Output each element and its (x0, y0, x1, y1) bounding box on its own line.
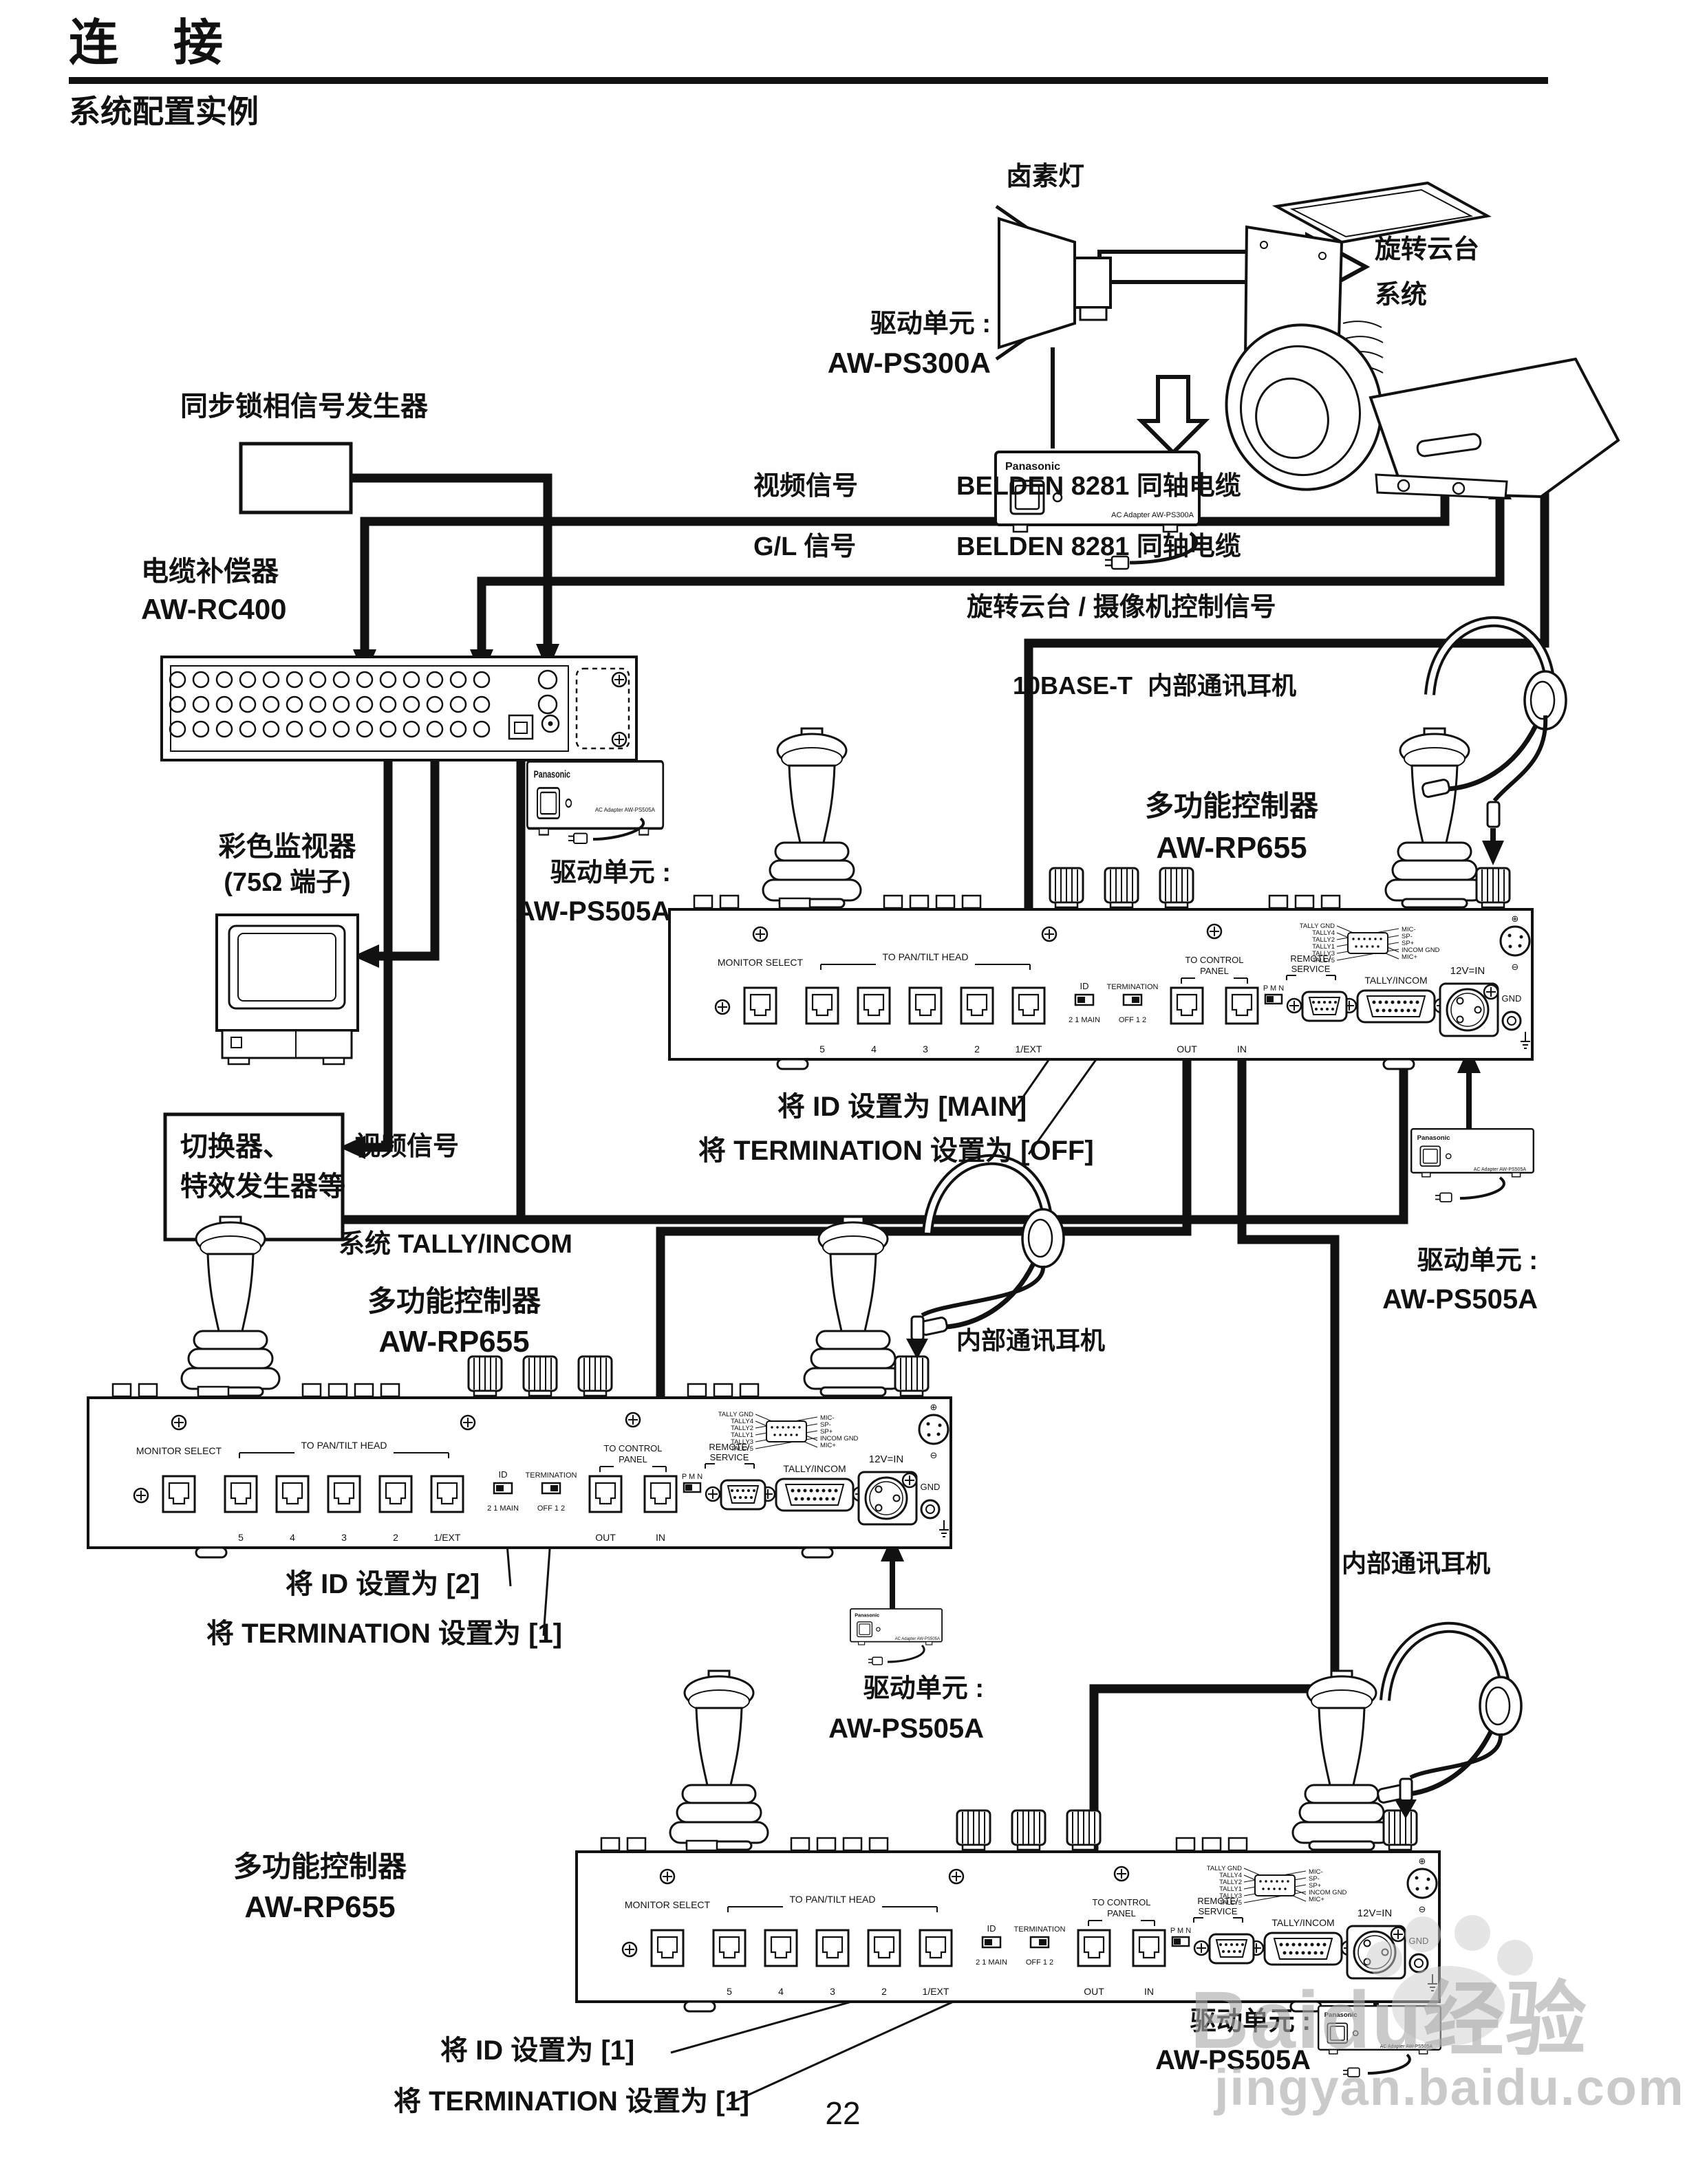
drive-unit-label: 驱动单元 : (1417, 1246, 1538, 1275)
rc400-rj-port (508, 714, 534, 740)
wire-gl-bus (477, 497, 1505, 652)
c3-id-setting: 将 ID 设置为 [1] (440, 2035, 635, 2066)
monitor-label: 彩色监视器 (218, 832, 356, 862)
c2-termination-setting: 将 TERMINATION 设置为 [1] (206, 1619, 563, 1649)
c2-id-setting: 将 ID 设置为 [2] (286, 1569, 480, 1599)
adapter-model-text: AC Adapter AW-PS505A (595, 807, 656, 813)
wire-tally-incom (343, 1043, 1408, 1224)
headset-label: 内部通讯耳机 (956, 1326, 1106, 1354)
halogen-lamp-label: 卤素灯 (1006, 162, 1085, 191)
drive-unit-model: AW-PS300A (827, 347, 991, 379)
controller-2-label: 多功能控制器 (367, 1285, 541, 1317)
genlock-generator-box (239, 442, 353, 515)
wire-video-bus (360, 486, 1450, 652)
controller-2 (88, 1217, 951, 1557)
control-signal-label: 旋转云台 / 摄像机控制信号 (967, 593, 1276, 622)
drive-unit-label: 驱动单元 : (1190, 2007, 1311, 2036)
hollow-arrow-down-icon (1136, 375, 1210, 456)
controller-2-model: AW-RP655 (378, 1325, 530, 1359)
monitor-impedance-label: (75Ω 端子) (224, 868, 351, 897)
c3-termination-setting: 将 TERMINATION 设置为 [1] (394, 2086, 750, 2117)
adapter-model-text: AC Adapter AW-PS505A (895, 1637, 940, 1641)
pan-tilt-camera-illustration (1225, 181, 1620, 499)
drive-unit-model: AW-PS505A (515, 896, 671, 927)
c1-termination-setting: 将 TERMINATION 设置为 [OFF] (698, 1136, 1094, 1166)
pan-tilt-system-label: 系统 (1375, 281, 1428, 310)
drive-unit-label: 驱动单元 : (550, 858, 671, 887)
wire-10base-t-c1-c3 (1089, 1059, 1340, 1901)
controller-3-model: AW-RP655 (244, 1890, 396, 1924)
gl-signal-label: G/L 信号 (753, 532, 857, 561)
controller-1-label: 多功能控制器 (1144, 790, 1318, 822)
drive-unit-label: 驱动单元 : (863, 1674, 984, 1703)
video-signal-label: 视频信号 (753, 472, 859, 501)
watermark-url: jingyan.baidu.com (1214, 2059, 1685, 2116)
color-monitor-illustration (215, 913, 359, 1066)
c1-id-setting: 将 ID 设置为 [MAIN] (777, 1092, 1027, 1122)
section-title: 系统配置实例 (69, 94, 259, 129)
cable-compensator-aw-rc400-illustration (160, 656, 638, 761)
page-number: 22 (825, 2095, 861, 2131)
drive-unit-label: 驱动单元 : (870, 310, 991, 338)
wire-video-to-monitor (379, 760, 440, 961)
adapter-model-text: AC Adapter AW-PS505A (1474, 1167, 1527, 1172)
wire-video-to-switcher (365, 760, 393, 1152)
arrow-down-icon (1395, 1799, 1417, 1819)
network-label: 10BASE-T (1013, 671, 1133, 700)
drive-unit-model: AW-PS505A (828, 1713, 984, 1744)
headset-label: 内部通讯耳机 (1148, 671, 1297, 700)
wire-control-bus (1024, 455, 1549, 974)
controller-1 (669, 728, 1532, 1069)
drive-unit-model: AW-PS505A (1155, 2045, 1311, 2075)
video-cable-label: BELDEN 8281 同轴电缆 (956, 472, 1241, 501)
arrow-down-icon (1482, 841, 1504, 865)
headset-3 (1377, 1628, 1521, 1804)
adapter-model-text: AC Adapter AW-PS300A (1111, 511, 1194, 519)
halogen-lamp-illustration (995, 204, 1112, 361)
video-signal-label: 视频信号 (354, 1132, 460, 1161)
switcher-box (163, 1112, 345, 1242)
switcher-label: 切换器、 (180, 1132, 290, 1162)
gl-cable-label: BELDEN 8281 同轴电缆 (956, 532, 1241, 561)
genlock-generator-label: 同步锁相信号发生器 (180, 391, 428, 422)
pan-tilt-system-label: 旋转云台 (1375, 235, 1480, 264)
watermark-paw-icon (1366, 1915, 1533, 2046)
title-rule (69, 77, 1548, 84)
adapter-model-text: AC Adapter AW-PS505A (1380, 2044, 1433, 2049)
arrow-down-icon (906, 1339, 928, 1359)
cable-compensator-label: 电缆补偿器 (141, 556, 279, 587)
arrow-left-icon (353, 944, 379, 968)
controller-1-model: AW-RP655 (1156, 831, 1307, 865)
drive-unit-model: AW-PS505A (1382, 1284, 1538, 1315)
tally-incom-signal-label: 系统 TALLY/INCOM (339, 1230, 572, 1259)
cable-compensator-model: AW-RC400 (141, 593, 287, 625)
headset-label: 内部通讯耳机 (1342, 1549, 1491, 1577)
controller-3-label: 多功能控制器 (233, 1850, 407, 1883)
watermark-brand: Baidu经验 (1190, 1975, 1588, 2066)
wire-genlock (351, 473, 552, 645)
page-title: 连 接 (69, 16, 244, 71)
switcher-label: 特效发生器等 (180, 1171, 345, 1202)
arrow-left-icon (339, 1136, 365, 1159)
